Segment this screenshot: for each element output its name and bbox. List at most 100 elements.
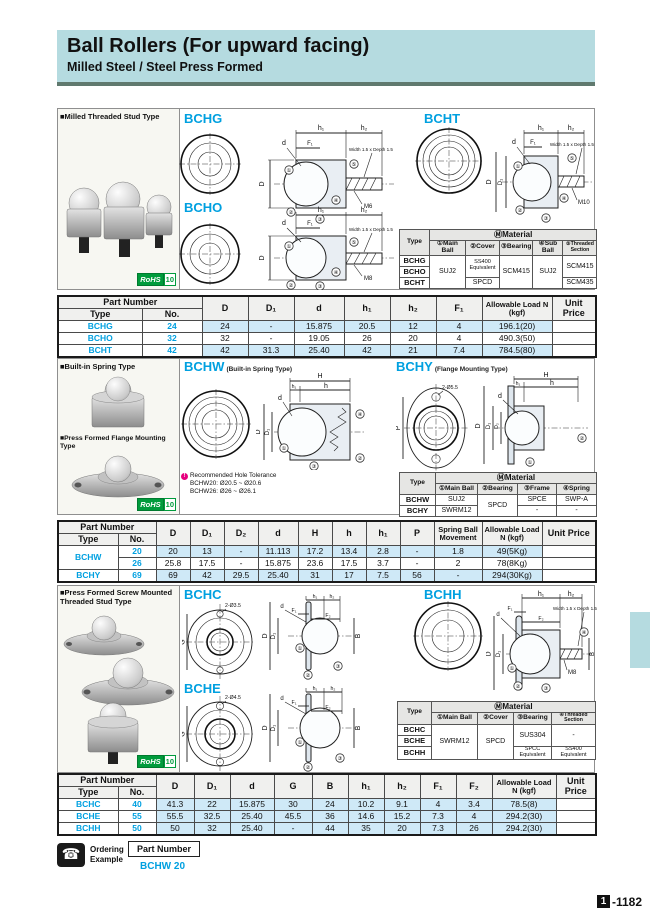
table-cell: 7.5 [365,569,401,583]
label-text: Press Formed Screw Mounted Threaded Stud… [60,588,173,606]
table-cell: ①Main Ball [435,483,478,495]
table-cell: 55.5 [155,810,195,823]
svg-text:①: ① [287,167,292,174]
table-cell: 4 [435,332,483,345]
svg-text:F₁: F₁ [530,140,536,146]
table-cell: ①Main Ball [431,712,478,725]
svg-text:h₁: h₁ [313,686,318,692]
note-line: BCHW26: Ø26 ~ Ø26.1 [190,488,256,496]
section3-type-label: ■Press Formed Screw Mounted Threaded Stu… [60,588,176,606]
table-cell: 78.5(8) [491,798,557,811]
heading-text: BCHW [184,359,225,374]
table-cell: F₂ [455,773,493,799]
svg-text:D₂: D₂ [494,423,500,429]
heading-subtext: (Flange Mounting Type) [434,366,508,373]
table-cell: BCHO [57,332,143,345]
svg-text:③: ③ [544,685,549,692]
table-cell: Unit Price [555,773,597,799]
table-cell: Type [57,786,119,799]
svg-text:Width 1.5 x Depth 1.5: Width 1.5 x Depth 1.5 [349,147,394,152]
table-cell: 20 [117,545,157,558]
svg-text:F₂: F₂ [538,616,543,622]
table-cell: 31.3 [247,344,295,358]
table-cell: - [399,545,435,558]
svg-text:H: H [543,372,548,379]
table-cell: ②Bearing [477,483,518,495]
table-cell: 42 [141,344,203,358]
example-part-number: BCHW 20 [140,861,186,872]
table-cell: 32 [201,332,249,345]
svg-text:②: ② [289,282,294,289]
note-title: Recommended Hole Tolerance [190,472,277,479]
label-text: Press Formed Flange Mounting Type [60,435,166,451]
bcht-topview-drawing [415,127,483,195]
label-text: Milled Threaded Stud Type [64,112,160,121]
table-cell: h₁ [365,520,401,546]
svg-text:h₁: h₁ [538,591,545,598]
table-cell: 22 [193,798,231,811]
ordering-line: Example [90,855,123,864]
table-cell: F₁ [419,773,457,799]
table-cell: 50 [155,822,195,836]
svg-text:M8: M8 [364,276,373,282]
svg-text:G: G [182,731,187,736]
table-cell: 69 [117,569,157,583]
heading-text: BCHC [184,587,222,602]
table-cell: 294.2(30) [491,810,557,823]
table-cell: - [517,505,557,517]
svg-text:Width 1.5 x Depth 1.5: Width 1.5 x Depth 1.5 [349,227,394,232]
table-cell: SUJ2 [435,494,478,506]
table-cell: Type [399,472,436,495]
svg-text:D: D [259,255,266,260]
table-cell: 25.40 [293,344,345,358]
svg-text:h₂: h₂ [330,594,335,600]
svg-text:M6: M6 [364,204,373,210]
table-cell: 20.5 [343,320,391,333]
table-cell: 15.875 [229,798,275,811]
table-cell: 1.8 [433,545,483,558]
section2-type-label-1: ■Built-in Spring Type [60,362,178,371]
table-cell: SPCE [517,494,557,506]
svg-text:③: ③ [318,216,323,223]
table-cell: Part Number [57,773,157,787]
table-cell: G [273,773,313,799]
table-cell: BCHE [57,810,119,823]
heading-bcho: BCHO [184,200,222,215]
table-cell: Type [57,308,143,321]
rohs-number: 10 [163,498,176,511]
table-cell: 55 [117,810,157,823]
table-cell: - [247,320,295,333]
table-cell: SUJ2 [532,254,564,289]
bchw-section-drawing: H h₁ h d D D₁ ① ② ③ ④ [256,373,365,470]
table-cell: 784.5(80) [481,344,553,358]
table-cell: 31 [297,569,333,583]
svg-text:B: B [590,652,596,656]
table-cell: D₁ [247,295,295,321]
bchy-topview-drawing: 2-Ø5.5 P [396,384,468,472]
table-cell: ①Main Ball [429,240,466,256]
svg-text:F₁: F₁ [508,606,513,612]
svg-text:D: D [262,633,269,638]
table-cell: 7.3 [419,822,457,836]
table-cell: 42 [201,344,249,358]
rohs-label: RoHS [137,498,164,511]
table-cell: 45.5 [273,810,313,823]
svg-text:h₁: h₁ [318,125,325,132]
table-cell: ④Sub Ball [532,240,564,256]
note-line: BCHW20: Ø20.5 ~ Ø20.6 [190,480,262,488]
svg-text:F₁: F₁ [292,700,297,706]
svg-text:h₂: h₂ [568,125,575,132]
table-cell: BCHW [57,545,119,570]
bcho-topview-drawing [179,223,241,285]
table-cell: No. [141,308,203,321]
bche-section-drawing: h₁ h₂ F₁ F₂ d D D₁ B ① ② ③ [262,686,362,772]
table-cell: 4 [435,320,483,333]
table-cell: SS400 Equivalent [465,254,500,278]
